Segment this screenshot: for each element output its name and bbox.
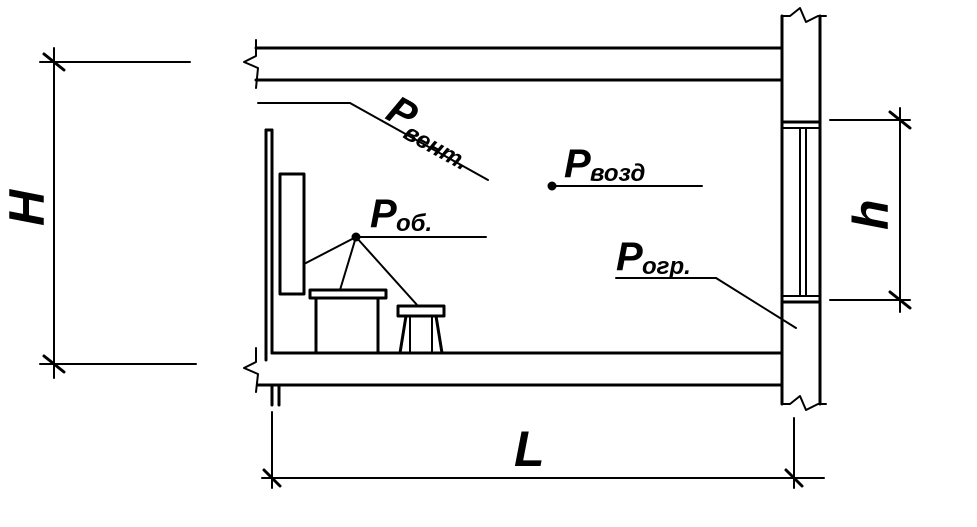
vent-label: P вент. bbox=[380, 87, 473, 176]
vent-leader bbox=[257, 102, 489, 181]
table bbox=[308, 288, 388, 355]
enclosure-label-main: P bbox=[616, 235, 643, 279]
air-label-sub: возд bbox=[590, 160, 645, 187]
air-leader bbox=[547, 181, 703, 191]
dimension-H bbox=[39, 47, 197, 379]
vent-label-sub: вент. bbox=[399, 119, 473, 176]
dimension-L-label: L bbox=[514, 421, 545, 477]
equipment-label-sub: об. bbox=[396, 210, 432, 237]
air-label: P возд bbox=[564, 142, 645, 187]
floor-slab bbox=[243, 128, 784, 407]
equipment-label: P об. bbox=[370, 192, 432, 237]
wall-cabinet bbox=[278, 172, 306, 296]
enclosure-leader bbox=[615, 277, 797, 329]
equipment-label-main: P bbox=[370, 192, 397, 236]
air-point-dot bbox=[547, 181, 557, 191]
enclosure-label-sub: огр. bbox=[642, 253, 691, 280]
equipment-leaders bbox=[303, 232, 487, 307]
ceiling-slab bbox=[243, 39, 784, 89]
dimension-h bbox=[829, 107, 912, 313]
air-label-main: P bbox=[564, 142, 591, 186]
dimension-h-label: h bbox=[843, 199, 899, 230]
window bbox=[780, 120, 822, 304]
dimension-H-label: H bbox=[0, 189, 55, 226]
dimension-L bbox=[261, 411, 825, 489]
enclosure-label: P огр. bbox=[616, 235, 691, 280]
equipment-point-dot bbox=[351, 232, 361, 242]
stool bbox=[396, 304, 446, 355]
